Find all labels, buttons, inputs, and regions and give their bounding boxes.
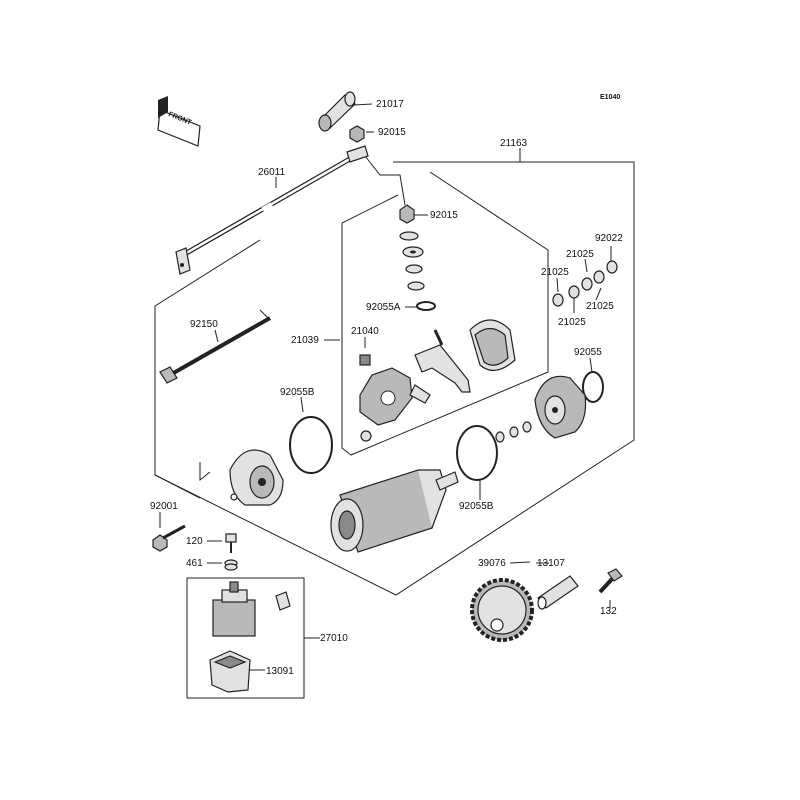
reference-code: E1040	[600, 94, 620, 101]
label-27010: 27010	[320, 633, 348, 644]
part-26011-cable	[175, 145, 369, 275]
label-21017: 21017	[376, 99, 404, 110]
part-120-screw	[225, 533, 237, 553]
part-132-bolt	[598, 568, 623, 594]
label-21040: 21040	[351, 326, 379, 337]
part-92150-through-bolt	[159, 316, 271, 384]
washer-stack	[399, 231, 436, 311]
part-39076-starter-gear	[470, 578, 534, 642]
part-92015-nut-lower	[399, 204, 415, 224]
label-92001: 92001	[150, 501, 178, 512]
small-washers-rear	[495, 421, 532, 443]
label-132: 132	[600, 606, 617, 617]
label-21025-a: 21025	[566, 249, 594, 260]
label-92015-upper: 92015	[378, 127, 406, 138]
part-461-spring	[224, 559, 238, 571]
part-27010-relay	[212, 581, 291, 637]
part-21025-washers	[552, 260, 618, 307]
part-rear-cover	[534, 375, 587, 439]
part-front-cover	[229, 449, 284, 506]
label-461: 461	[186, 558, 203, 569]
label-21039: 21039	[291, 335, 319, 346]
label-92015-lower: 92015	[430, 210, 458, 221]
label-92055A: 92055A	[366, 302, 401, 313]
part-21040-brush-holder	[359, 354, 431, 442]
label-92055B-left: 92055B	[280, 387, 315, 398]
label-21025-b: 21025	[541, 267, 569, 278]
part-21017-cap	[318, 91, 356, 132]
part-13107-shaft	[537, 575, 579, 610]
part-labels: 21017 92015 21163 26011 92015 92022 2102…	[150, 99, 623, 677]
label-92055: 92055	[574, 347, 602, 358]
label-92150: 92150	[190, 319, 218, 330]
label-92022: 92022	[595, 233, 623, 244]
part-commutator-sleeve	[469, 319, 516, 371]
part-92015-nut-upper	[349, 125, 365, 143]
part-92001-bolt	[152, 524, 186, 552]
label-13091: 13091	[266, 666, 294, 677]
label-21163: 21163	[500, 138, 528, 149]
assembly-outline-21163	[154, 161, 635, 596]
label-13107: 13107	[537, 558, 565, 569]
part-92055B-o-ring-left	[289, 416, 333, 474]
label-21025-c: 21025	[586, 301, 614, 312]
label-92055B-right: 92055B	[459, 501, 494, 512]
label-39076: 39076	[478, 558, 506, 569]
part-92055-o-ring	[582, 371, 604, 403]
part-motor-body	[330, 469, 459, 553]
leader-lines	[159, 103, 612, 671]
part-13091-relay-boot	[209, 650, 251, 693]
part-92055B-o-ring-right	[456, 425, 498, 481]
label-120: 120	[186, 536, 203, 547]
label-21025-d: 21025	[558, 317, 586, 328]
part-bracket-clip	[414, 329, 471, 393]
label-26011: 26011	[258, 167, 286, 178]
front-direction-marker: FRONT	[157, 96, 201, 147]
